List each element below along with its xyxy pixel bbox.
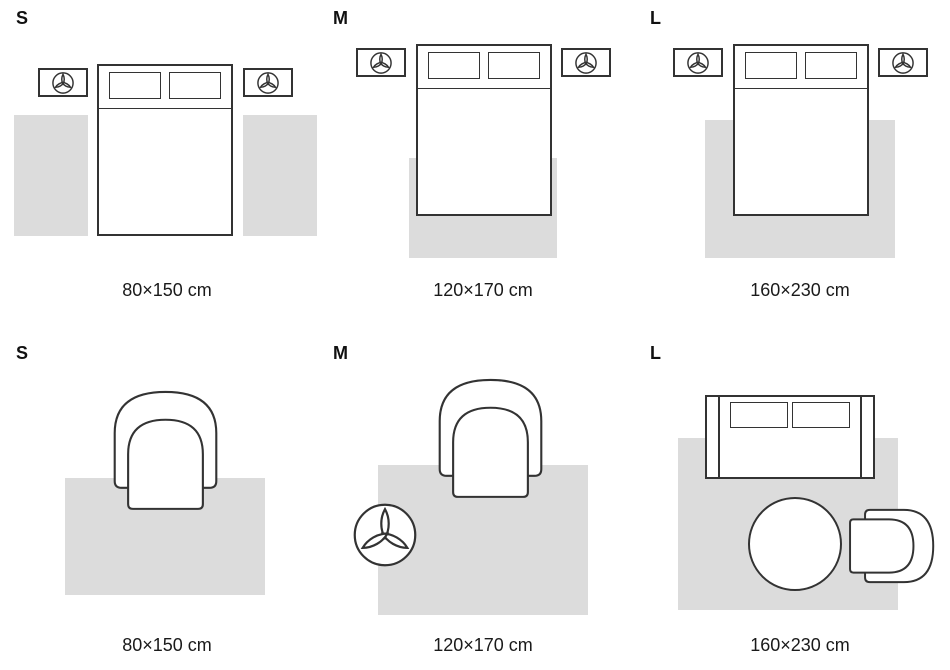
bed [97,64,233,236]
pillow [805,52,857,79]
nightstand [38,68,88,97]
dimension-label: 160×230 cm [750,280,850,300]
nightstand [878,48,928,77]
dimension-label: 80×150 cm [122,280,212,300]
size-label: L [650,8,661,28]
armchair [438,378,543,498]
armchair [113,390,218,510]
plant-icon [257,71,279,94]
plant-icon [892,51,914,74]
nightstand [673,48,723,77]
size-label: S [16,8,29,28]
plant-icon [575,51,597,74]
rug-runner-right [243,115,317,236]
nightstand [356,48,406,77]
plant-icon [52,71,74,94]
pillow [428,52,480,79]
bed-blanket-line [735,88,867,89]
living-room-medium-panel: M 120×170 cm [333,343,633,663]
armchair-facing-left [849,508,935,584]
bed [733,44,869,216]
dimension-label: 80×150 cm [122,635,212,655]
pillow [109,72,161,99]
sofa-arm [860,397,873,477]
dimension-label: 160×230 cm [750,635,850,655]
sofa-cushion [730,402,788,428]
bed-blanket-line [418,88,550,89]
living-room-large-panel: L 160×230 cm [650,343,950,663]
potted-plant-icon [353,503,417,567]
plant-icon [687,51,709,74]
plant-icon [370,51,392,74]
bedroom-large-panel: L 160×230 cm [650,8,950,308]
sofa [705,395,875,479]
dimension-label: 120×170 cm [433,635,533,655]
size-label: S [16,343,29,363]
bed-blanket-line [99,108,231,109]
bed [416,44,552,216]
coffee-table [748,497,842,591]
pillow [488,52,540,79]
sofa-arm [707,397,720,477]
pillow [169,72,221,99]
nightstand [243,68,293,97]
living-room-small-panel: S 80×150 cm [14,343,320,663]
size-label: M [333,343,348,363]
sofa-cushion [792,402,850,428]
bedroom-small-panel: S 80×150 cm [14,8,320,308]
size-label: M [333,8,348,28]
bedroom-medium-panel: M 120×170 cm [333,8,633,308]
nightstand [561,48,611,77]
pillow [745,52,797,79]
dimension-label: 120×170 cm [433,280,533,300]
rug-runner-left [14,115,88,236]
size-label: L [650,343,661,363]
